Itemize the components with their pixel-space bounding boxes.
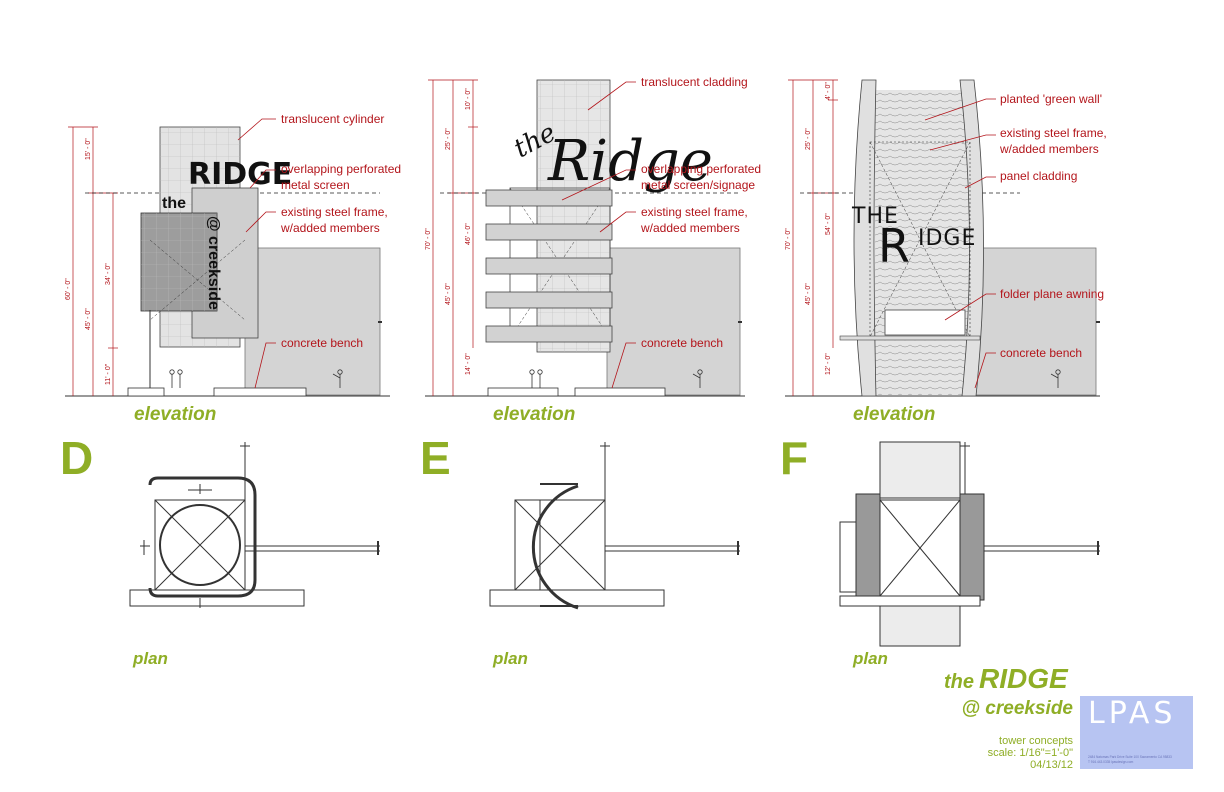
title-ridge: RIDGE: [979, 663, 1069, 694]
dim-f-1: 25' - 0": [805, 128, 812, 150]
dim-f-3: 54' - 0": [825, 213, 832, 235]
dim-f-0: 4' - 0": [825, 82, 832, 100]
note-d-2: metal screen: [281, 178, 350, 192]
title-subtitle: tower concepts: [999, 735, 1073, 747]
note-f-3: panel cladding: [1000, 169, 1077, 183]
lpas-logo-contact: T 916.443.0335 lpasdesign.com: [1088, 760, 1134, 764]
dim-d-3: 34' - 0": [105, 263, 112, 285]
plan-d: [129, 442, 380, 608]
sign-d-the: the: [162, 195, 186, 212]
plan-label-e: plan: [492, 649, 528, 668]
plan-f: [839, 441, 1100, 647]
dim-f-4: 45' - 0": [805, 283, 812, 305]
elevation-label-e: elevation: [493, 404, 575, 425]
note-d-0: translucent cylinder: [281, 112, 384, 126]
plan-label-d: plan: [132, 649, 168, 668]
note-f-5: concrete bench: [1000, 346, 1082, 360]
plan-label-f: plan: [852, 649, 888, 668]
sign-f-r: R: [878, 219, 910, 273]
title-the: the: [944, 671, 974, 693]
lpas-logo-address: 2484 Natomas Park Drive Suite 100 Sacram…: [1088, 755, 1172, 759]
elevation-label-d: elevation: [134, 404, 216, 425]
dim-d-4: 11' - 0": [105, 363, 112, 385]
note-d-4: w/added members: [280, 221, 380, 235]
lpas-logo-text: LPAS: [1088, 696, 1176, 731]
elevation-e: 10' - 0" 25' - 0" 70' - 0" 46' - 0" 45' …: [425, 75, 761, 425]
sign-d-creekside: @ creekside: [205, 216, 222, 310]
dim-f-2: 70' - 0": [785, 228, 792, 250]
note-f-4: folder plane awning: [1000, 287, 1104, 301]
title-date: 04/13/12: [1030, 759, 1073, 771]
dim-d-0: 15' - 0": [85, 138, 92, 160]
dim-e-1: 25' - 0": [445, 128, 452, 150]
sign-f-the: THE: [851, 204, 899, 229]
note-e-1: overlapping perforated: [641, 162, 761, 176]
note-f-0: planted 'green wall': [1000, 92, 1102, 106]
dim-f-5: 12' - 0": [825, 353, 832, 375]
dim-e-0: 10' - 0": [465, 88, 472, 110]
sign-f-idge: IDGE: [918, 226, 976, 251]
note-d-5: concrete bench: [281, 336, 363, 350]
note-e-4: w/added members: [640, 221, 740, 235]
note-f-2: w/added members: [999, 142, 1099, 156]
elevation-f: 4' - 0" 25' - 0" 70' - 0" 54' - 0" 45' -…: [785, 79, 1107, 425]
dim-e-4: 45' - 0": [445, 283, 452, 305]
elevation-d: 15' - 0" 60' - 0" 45' - 0" 34' - 0" 11' …: [65, 112, 401, 425]
dim-e-5: 14' - 0": [465, 353, 472, 375]
lpas-logo: [1080, 696, 1193, 769]
note-f-1: existing steel frame,: [1000, 126, 1107, 140]
dim-e-3: 46' - 0": [465, 223, 472, 245]
dim-d-1: 60' - 0": [65, 278, 72, 300]
dim-d-2: 45' - 0": [85, 308, 92, 330]
note-e-0: translucent cladding: [641, 75, 748, 89]
concept-letter-f: F: [780, 432, 808, 484]
title-block: the RIDGE @ creekside tower concepts sca…: [944, 663, 1193, 771]
sign-e-ridge: Ridge: [547, 129, 713, 194]
plan-e: [489, 442, 740, 610]
note-e-3: existing steel frame,: [641, 205, 748, 219]
title-creekside: @ creekside: [962, 698, 1074, 719]
sign-d-ridge: RIDGE: [188, 157, 292, 192]
concept-letter-e: E: [420, 432, 451, 484]
note-d-3: existing steel frame,: [281, 205, 388, 219]
note-e-2: metal screen/signage: [641, 178, 755, 192]
note-e-5: concrete bench: [641, 336, 723, 350]
concept-letter-d: D: [60, 432, 93, 484]
elevation-label-f: elevation: [853, 404, 935, 425]
dim-e-2: 70' - 0": [425, 228, 432, 250]
note-d-1: overlapping perforated: [281, 162, 401, 176]
title-scale: scale: 1/16"=1'-0": [988, 747, 1074, 759]
